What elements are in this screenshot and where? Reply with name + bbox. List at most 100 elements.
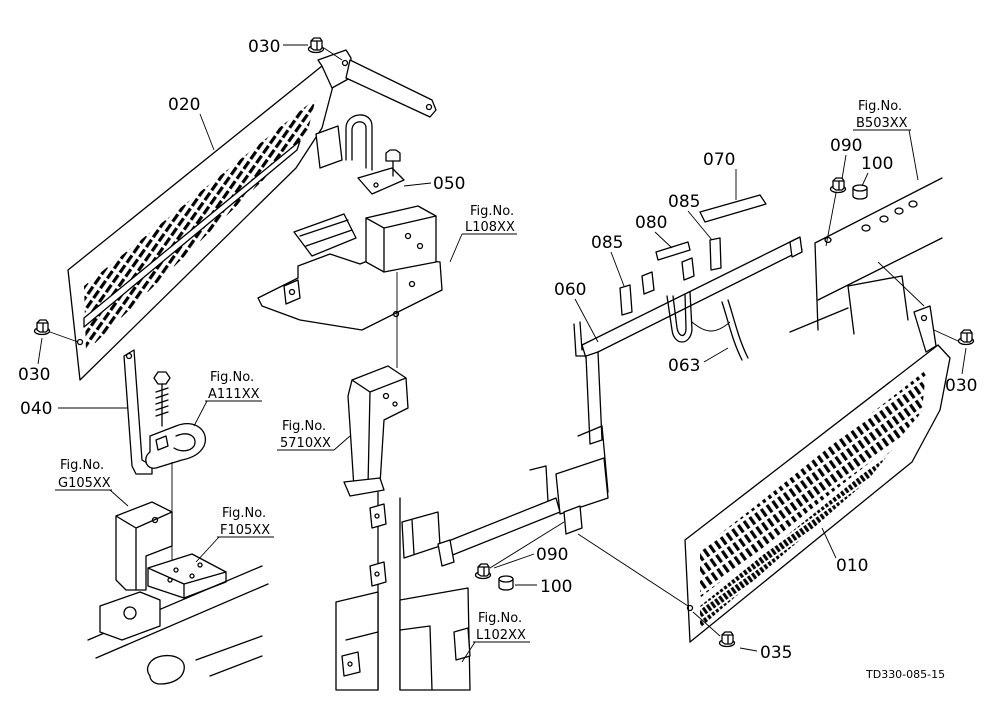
clip-085-lower <box>619 284 633 316</box>
figref-leader <box>195 536 274 563</box>
5710xx-hole <box>392 401 398 407</box>
leader-090-upper <box>841 154 847 180</box>
l102xx-box-right <box>399 587 471 691</box>
bolt-030-top-icon <box>307 37 325 54</box>
frame-060-gusset <box>529 465 549 503</box>
strip-070-body <box>699 194 767 223</box>
grille-010-slots-upper <box>700 370 926 598</box>
frame-060-end-tab <box>789 236 803 258</box>
bolt-090-lower-icon <box>474 563 492 580</box>
leader-035 <box>739 647 758 652</box>
bracket-g105xx <box>115 501 173 591</box>
frame-060-upper-bar <box>581 237 803 359</box>
figref-prefix: Fig.No. <box>222 506 266 521</box>
f105xx-hole <box>173 567 179 573</box>
label-070: 070 <box>703 150 735 170</box>
assembly-line <box>692 611 721 637</box>
rod-063-link <box>691 321 731 332</box>
rod-063 <box>666 291 749 361</box>
b503xx-hole <box>908 200 918 208</box>
grille-010-hole-bottom <box>686 604 694 612</box>
5710xx-post <box>347 365 409 489</box>
b503xx-hole <box>824 236 832 244</box>
drawing-id: TD330-085-15 <box>865 668 945 681</box>
f105xx-hole <box>197 562 203 568</box>
frame-lower-left-hole <box>123 606 137 620</box>
b503xx-hole <box>861 224 871 232</box>
bracket-050-plate <box>315 125 343 169</box>
a111xx-block <box>155 435 169 451</box>
spring-bolt <box>153 371 171 427</box>
leader-050 <box>403 182 432 187</box>
a111xx-clamp-inner <box>173 433 196 452</box>
figref-leader <box>193 400 262 427</box>
frame-060-clip <box>641 271 655 295</box>
leader-090-lower <box>493 553 535 569</box>
l108xx-hole <box>392 310 400 318</box>
g105xx-edges <box>115 511 173 591</box>
frame-060 <box>437 236 803 567</box>
frame-lower-left-rails <box>87 565 269 677</box>
label-030-right: 030 <box>945 376 977 396</box>
l108xx-hole <box>288 288 296 296</box>
assembly-line <box>877 261 925 307</box>
figref-a111xx: Fig.No. A111XX <box>193 370 262 427</box>
l102xx-bracket-edge <box>411 519 415 555</box>
rod-080-body <box>655 241 691 261</box>
figref-5710xx: Fig.No. 5710XX <box>277 419 351 451</box>
figref-code: G105XX <box>58 476 111 491</box>
leader-085-upper <box>687 210 713 241</box>
leader-030-left <box>37 337 43 365</box>
clip-085-lower-body <box>619 284 633 316</box>
grille-010-slots-lower <box>700 450 892 628</box>
bracket-050-base <box>357 167 405 195</box>
clip-085-upper-body <box>709 237 722 271</box>
label-090-upper: 090 <box>830 136 862 156</box>
leader-080 <box>654 231 673 249</box>
leader-100-upper <box>861 172 869 187</box>
figref-f105xx: Fig.No. F105XX <box>195 506 274 563</box>
5710xx-hole <box>382 392 390 400</box>
clip-085-upper <box>709 237 722 271</box>
frame-lower-left-block <box>99 591 161 641</box>
rod-080 <box>655 241 691 261</box>
nut-100-lower-icon <box>498 575 514 591</box>
f105xx-hole <box>167 577 173 583</box>
frame-lower-left-slot <box>147 654 185 685</box>
bracket-050-bolt <box>385 149 401 162</box>
figref-code: F105XX <box>220 523 270 538</box>
label-063: 063 <box>668 356 700 376</box>
l108xx-upright <box>365 205 437 273</box>
leader-010 <box>821 527 837 559</box>
frame-l102xx <box>335 491 471 691</box>
l102xx-hole <box>347 661 353 667</box>
label-090-lower: 090 <box>536 545 568 565</box>
leader-063 <box>703 347 729 363</box>
assembly-line <box>577 533 689 607</box>
figref-l102xx: Fig.No. L102XX <box>461 611 530 663</box>
b503xx-hole <box>894 207 904 215</box>
clamp-a111xx <box>145 423 206 469</box>
bolt-035-icon <box>718 631 736 648</box>
leader-020 <box>199 113 215 151</box>
grille-010 <box>684 305 951 643</box>
figref-prefix: Fig.No. <box>60 458 104 473</box>
l108xx-hitch-ribs <box>299 219 353 247</box>
leader-085-lower <box>610 251 625 287</box>
label-080: 080 <box>635 213 667 233</box>
frame-060-lower-tab <box>437 539 455 567</box>
figref-code: A111XX <box>208 387 260 402</box>
label-085-upper: 085 <box>668 192 700 212</box>
l102xx-tab <box>369 503 387 529</box>
figref-code: 5710XX <box>280 436 331 451</box>
rod-063-curve-right <box>721 299 749 361</box>
assembly-lines <box>49 47 959 637</box>
plate-f105xx <box>147 553 227 599</box>
nut-100-upper-icon <box>852 184 868 200</box>
assembly-line <box>49 331 79 343</box>
figref-leader <box>277 435 351 451</box>
figref-prefix: Fig.No. <box>282 419 326 434</box>
figref-g105xx: Fig.No. G105XX <box>55 458 129 507</box>
l102xx-hole <box>374 513 380 519</box>
